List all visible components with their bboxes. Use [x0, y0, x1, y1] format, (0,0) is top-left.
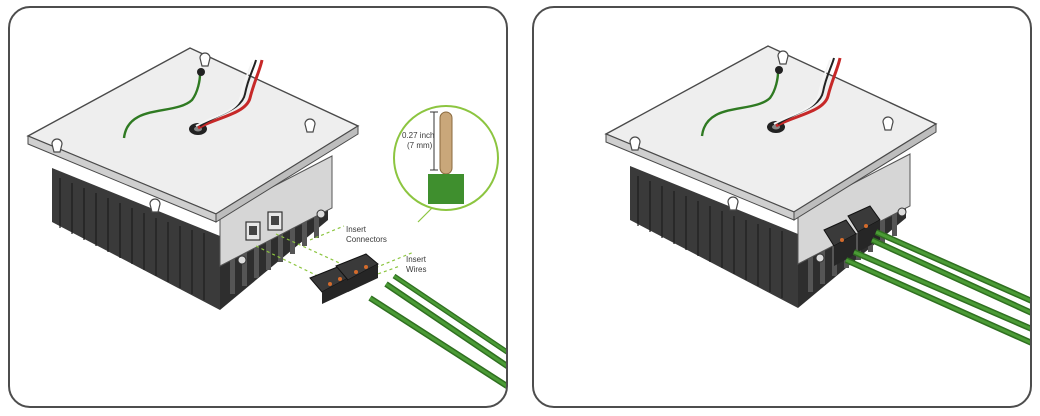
strip-length-label-2: (7 mm) — [407, 141, 433, 150]
power-wire-red — [775, 57, 842, 128]
insert-connectors-label-2: Connectors — [346, 235, 387, 244]
keyhole-slots — [51, 52, 316, 213]
step1-illustration: 0.27 inch (7 mm) Insert Connectors Inser… — [26, 47, 506, 389]
inserted-connectors — [823, 205, 881, 266]
input-wires — [368, 273, 506, 389]
keyhole-slots — [629, 50, 894, 211]
step1-panel: 0.27 inch (7 mm) Insert Connectors Inser… — [8, 6, 508, 408]
ground-screw — [775, 66, 783, 74]
insert-wires-label-2: Wires — [406, 265, 426, 274]
ground-wire — [700, 71, 780, 137]
insert-connectors-label-1: Insert — [346, 225, 367, 234]
insert-wires-label-1: Insert — [406, 255, 427, 264]
connector-sockets — [245, 211, 283, 241]
power-wire-white — [195, 61, 253, 127]
connected-wires — [844, 229, 1030, 346]
step2-illustration — [604, 45, 1030, 346]
strip-length-label-1: 0.27 inch — [402, 131, 434, 140]
enclosure-side — [797, 153, 911, 265]
terminal-connectors — [309, 253, 379, 304]
ground-screw — [197, 68, 205, 76]
step2-panel — [532, 6, 1032, 408]
ground-wire — [122, 73, 202, 139]
power-wire-red — [197, 59, 264, 130]
strip-length-callout: 0.27 inch (7 mm) — [393, 105, 499, 223]
power-wire-white — [773, 59, 831, 125]
